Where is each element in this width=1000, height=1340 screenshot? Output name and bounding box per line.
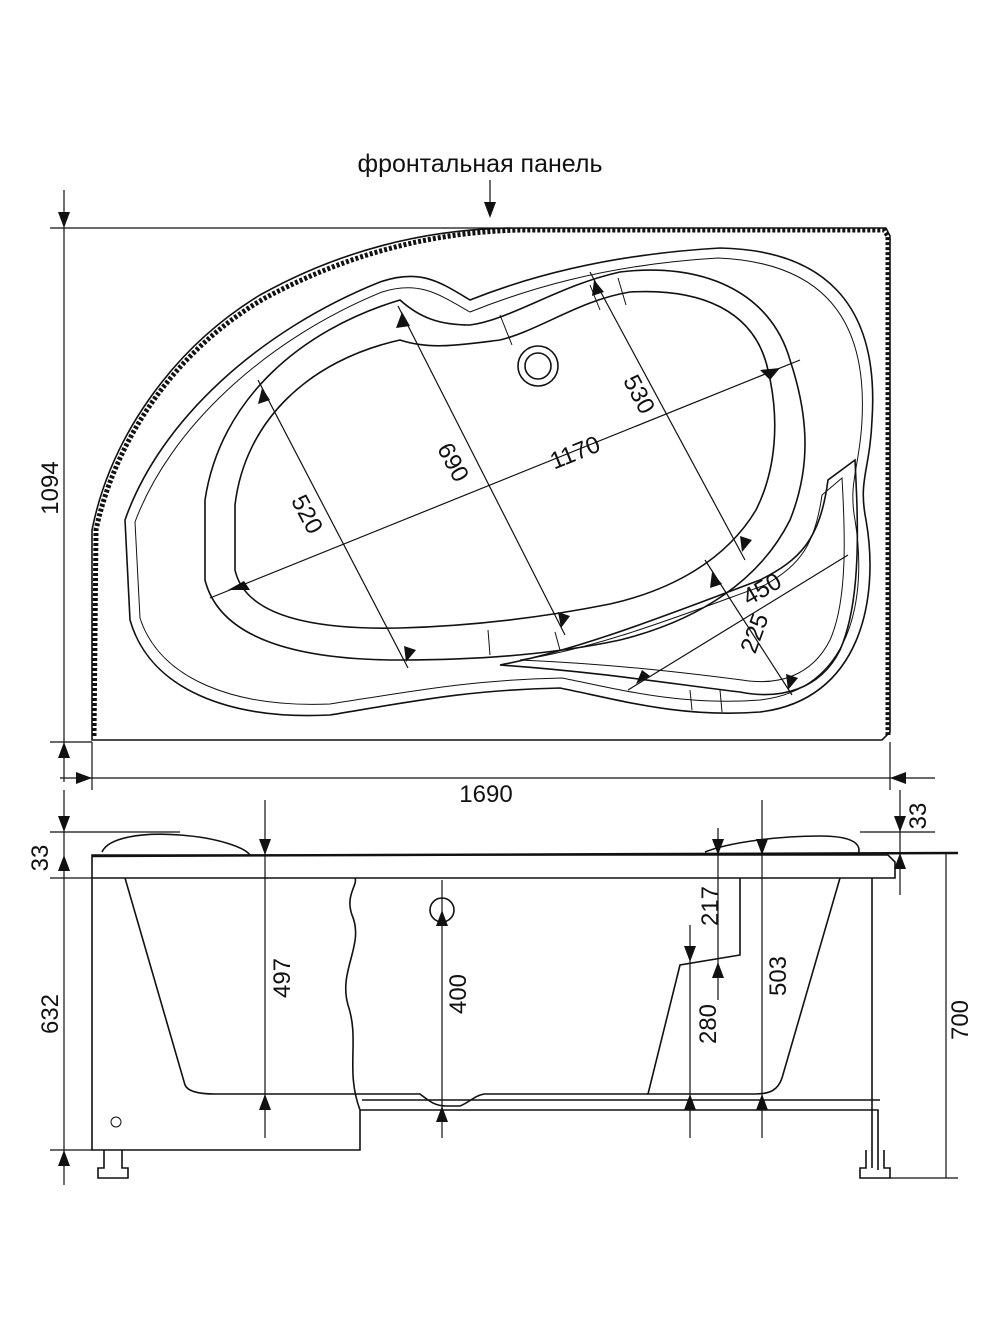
arrow-33-left-top	[58, 816, 70, 832]
arrow-217-top	[712, 839, 724, 855]
arrow-33-left-bottom	[58, 855, 70, 871]
dim-450: 450	[738, 568, 786, 611]
dim-33-left: 33	[27, 845, 54, 872]
side-body-right	[646, 877, 841, 1095]
arrow-400-bottom	[436, 1106, 448, 1122]
dim-520: 520	[285, 490, 328, 538]
dim-690: 690	[431, 438, 474, 486]
front-panel-arrow	[484, 202, 496, 218]
dim-33-right: 33	[905, 803, 932, 830]
rim-outer-2	[134, 257, 863, 705]
basin-outer	[204, 269, 806, 661]
leg-left	[97, 1150, 129, 1179]
dim-530: 530	[617, 370, 660, 418]
dim-700: 700	[947, 1000, 974, 1040]
side-rim	[91, 854, 896, 879]
side-floor	[360, 1093, 648, 1107]
top-view-arrows	[228, 280, 798, 690]
arrow-1690-left	[76, 772, 92, 784]
arrow-1690-right	[890, 772, 906, 784]
arrow-280-top	[684, 946, 696, 962]
arrow-1094-top	[58, 212, 70, 228]
front-panel-label: фронтальная панель	[358, 150, 603, 178]
panel-screw	[110, 1116, 122, 1128]
basin-inner	[234, 290, 776, 629]
arrow-217-bottom	[712, 962, 724, 978]
headrest-right	[704, 835, 860, 856]
dim-1690: 1690	[459, 781, 512, 808]
arrow-280-bottom	[684, 1094, 696, 1110]
top-view-outline	[91, 227, 891, 741]
side-panel-left	[91, 877, 361, 1151]
arrow-632-bottom	[58, 1150, 70, 1166]
drain-inner-circle	[524, 352, 552, 380]
seat-outline	[499, 458, 859, 696]
arrow-400-top	[436, 910, 448, 926]
rim-outer	[124, 247, 874, 717]
arrow-503-top	[756, 839, 768, 855]
dim-400: 400	[445, 974, 472, 1014]
seat-outline-inner	[519, 476, 845, 683]
drain-outer-circle	[517, 345, 559, 387]
side-frame	[360, 878, 880, 1170]
arrow-497-bottom	[259, 1094, 271, 1110]
dim-632: 632	[37, 994, 64, 1034]
dim-line-530	[589, 271, 746, 561]
dim-line-690	[397, 305, 566, 636]
dim-1170: 1170	[546, 431, 604, 475]
dim-280: 280	[695, 1004, 722, 1044]
dim-1094: 1094	[37, 461, 64, 514]
dim-497: 497	[269, 958, 296, 998]
top-view	[50, 180, 935, 790]
side-body	[124, 877, 360, 1095]
arrow-497-top	[259, 839, 271, 855]
leg-right	[859, 1150, 891, 1179]
headrest-left	[101, 833, 251, 856]
arrow-1094-bottom	[58, 742, 70, 758]
arrow-33-right-top	[894, 816, 906, 832]
dim-line-1170	[209, 359, 801, 599]
side-rim-top-line	[91, 851, 959, 858]
front-panel-edge	[91, 227, 891, 737]
headrest-marks	[487, 277, 723, 713]
arrow-33-right-bottom	[894, 853, 906, 869]
dim-line-520	[257, 379, 409, 669]
arrow-503-bottom	[756, 1094, 768, 1110]
dim-217: 217	[697, 886, 724, 926]
dim-line-seat	[627, 554, 849, 691]
side-view	[50, 790, 959, 1185]
dim-503: 503	[765, 956, 792, 996]
